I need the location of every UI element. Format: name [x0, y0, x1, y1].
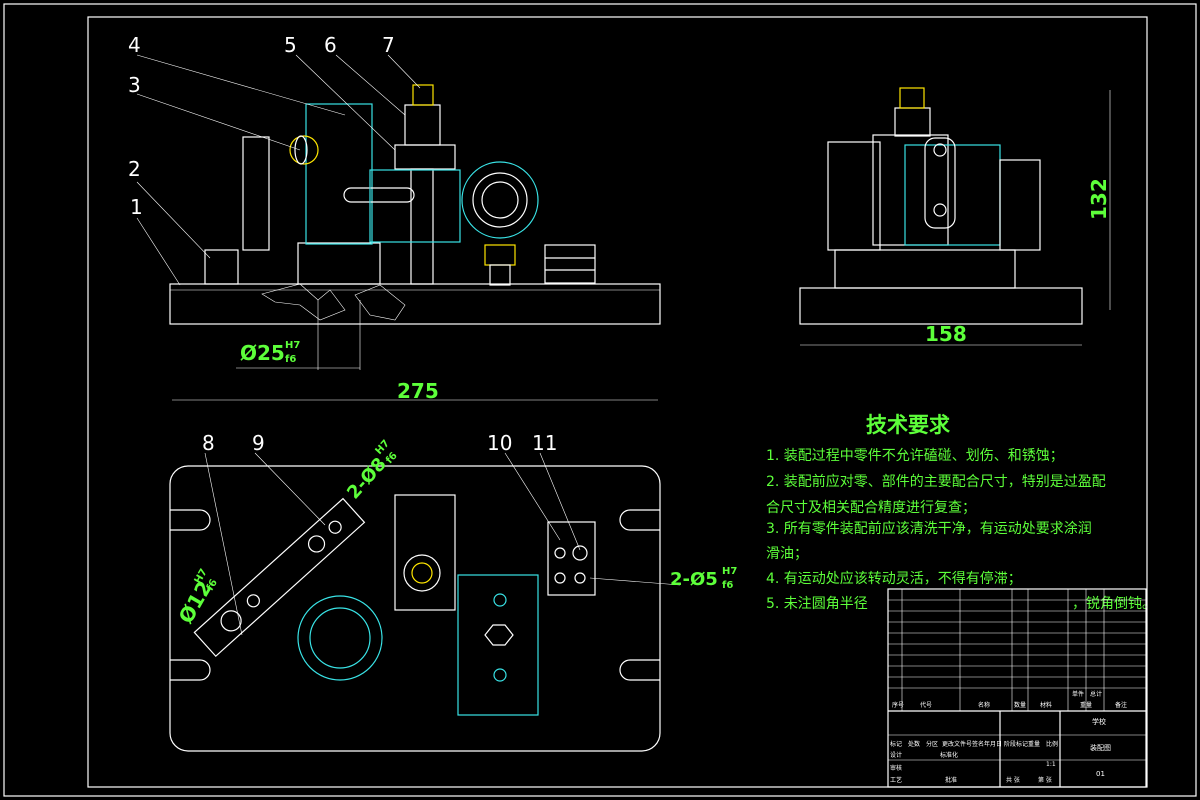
callout-3: 3	[128, 73, 141, 97]
tb-company: 学校	[1092, 717, 1106, 726]
bom-header-code: 代号	[920, 701, 932, 709]
dimensions: Ø25 H7 f6 275 158 132 Ø12 H7 f6 2-Ø8 H7 …	[174, 178, 1111, 627]
tech-req-line-2: 2. 装配前应对零、部件的主要配合尺寸，特别是过盈配	[766, 473, 1106, 490]
bom-header-remark: 备注	[1115, 701, 1127, 709]
tech-req-title: 技术要求	[866, 413, 950, 437]
dim-d5: 2-Ø5	[670, 569, 718, 590]
bom-header-qty: 数量	[1014, 701, 1026, 709]
dim-d5-tol-lower: f6	[722, 580, 733, 591]
tb-label-sheet-no: 第 张	[1038, 776, 1052, 784]
dim-158: 158	[925, 322, 967, 346]
callout-9: 9	[252, 431, 265, 455]
tb-label-scale: 比例	[1046, 740, 1058, 748]
callout-10: 10	[487, 431, 512, 455]
technical-requirements: 技术要求 1. 装配过程中零件不允许磕碰、划伤、和锈蚀； 2. 装配前应对零、部…	[766, 413, 1156, 612]
dim-d25-tol-upper: H7	[285, 340, 300, 351]
bom-header-material: 材料	[1040, 701, 1052, 709]
callout-8: 8	[202, 431, 215, 455]
tb-label-sheets: 共 张	[1006, 776, 1020, 784]
tb-sheet: 01	[1096, 770, 1105, 778]
top-view	[169, 399, 681, 752]
tech-req-line-6: 4. 有运动处应该转动灵活，不得有停滞；	[766, 570, 1022, 587]
side-view	[799, 87, 1111, 346]
dim-275: 275	[397, 379, 439, 403]
dim-d8: 2-Ø8	[343, 454, 391, 504]
tb-label-stage: 阶段标记	[1004, 740, 1028, 748]
tech-req-line-7: 5. 未注圆角半径	[766, 596, 868, 612]
tb-label-count: 处数	[908, 740, 920, 748]
tb-label-review: 审核	[890, 764, 902, 772]
tb-label-date: 年月日	[984, 740, 1002, 748]
dim-d25: Ø25	[240, 341, 285, 365]
tb-scale: 1:1	[1046, 761, 1056, 768]
callout-1: 1	[130, 195, 143, 219]
tb-label-change: 更改文件号	[942, 740, 972, 748]
tech-req-line-3: 合尺寸及相关配合精度进行复查；	[766, 499, 976, 516]
bom-header-weight: 重量	[1080, 701, 1092, 709]
callout-6: 6	[324, 33, 337, 57]
tb-label-process: 工艺	[890, 776, 902, 784]
tb-label-approve: 批准	[945, 776, 957, 784]
front-view	[136, 54, 661, 370]
tb-label-standard: 标准化	[940, 751, 958, 759]
tb-label-mark: 标记	[890, 740, 902, 748]
tb-drawing-name: 装配图	[1090, 743, 1111, 752]
tb-label-design: 设计	[890, 751, 902, 759]
title-block: 序号 代号 名称 数量 材料 单件 总计 重量 备注 标记 处数 分区 更改文件…	[887, 588, 1147, 788]
bom-header-name: 名称	[978, 701, 990, 709]
callout-11: 11	[532, 431, 557, 455]
dim-d5-tol-upper: H7	[722, 566, 737, 577]
dim-d8-tol-lower: f6	[384, 450, 400, 466]
dim-132: 132	[1087, 178, 1111, 220]
callout-7: 7	[382, 33, 395, 57]
tech-req-line-8: ，锐角倒钝。	[1072, 596, 1156, 612]
callouts: 1 2 3 4 5 6 7 8 9 10 11	[128, 33, 557, 455]
tb-label-sign: 签名	[972, 740, 984, 748]
drawing-frame	[3, 3, 1197, 797]
callout-4: 4	[128, 33, 141, 57]
bom-header-total: 总计	[1090, 690, 1102, 698]
tech-req-line-4: 3. 所有零件装配前应该清洗干净，有运动处要求涂润	[766, 520, 1092, 537]
bom-header-index: 序号	[892, 701, 904, 709]
callout-5: 5	[284, 33, 297, 57]
tech-req-line-1: 1. 装配过程中零件不允许磕碰、划伤、和锈蚀；	[766, 448, 1064, 464]
dim-d12-tol-lower: f6	[205, 578, 220, 593]
dim-d25-tol-lower: f6	[285, 354, 296, 365]
tb-label-weight: 重量	[1028, 740, 1040, 748]
tb-label-zone: 分区	[926, 740, 938, 748]
tech-req-line-5: 滑油；	[766, 545, 808, 562]
bom-header-unit: 单件	[1072, 690, 1084, 698]
callout-2: 2	[128, 157, 141, 181]
